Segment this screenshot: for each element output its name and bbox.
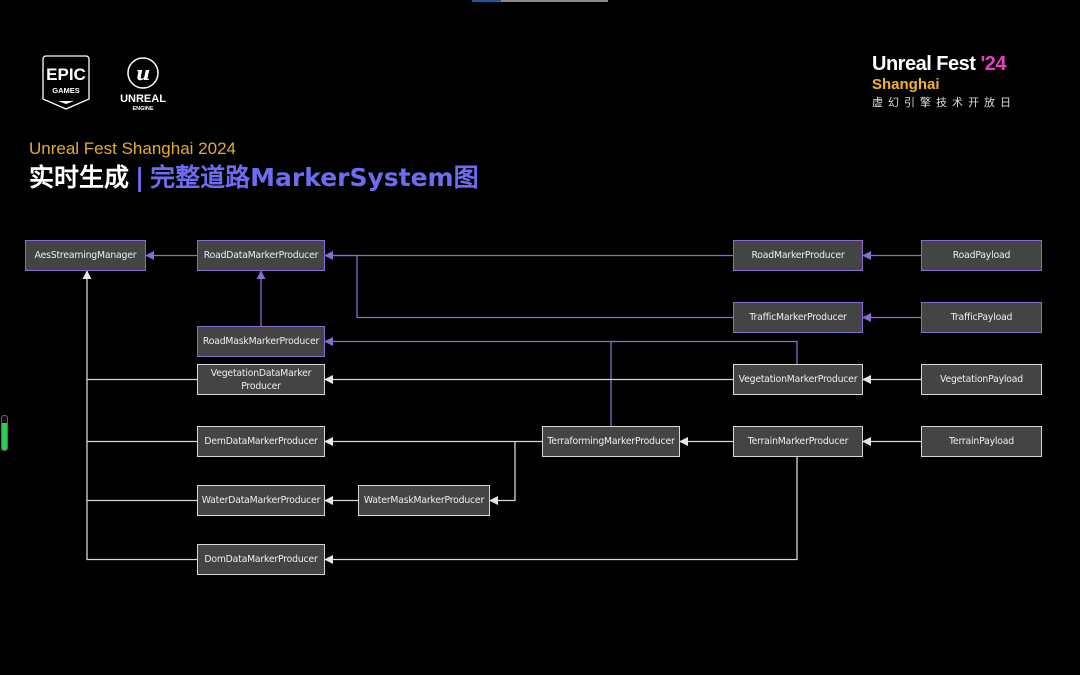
- brand-name: Unreal Fest: [872, 53, 981, 75]
- top-progress-fill: [472, 0, 501, 2]
- edges-layer: [82, 250, 921, 565]
- node-watermask: WaterMaskMarkerProducer: [358, 485, 490, 516]
- node-roaddata: RoadDataMarkerProducer: [197, 240, 325, 271]
- node-trafficpayload: TrafficPayload: [921, 302, 1042, 333]
- brand-city: Shanghai: [872, 76, 940, 93]
- engine-logo-text: ENGINE: [132, 106, 153, 112]
- side-level-fill: [2, 422, 7, 450]
- node-vegmarker: VegetationMarkerProducer: [733, 364, 863, 395]
- unreal-glyph: u: [136, 61, 151, 85]
- title-separator: |: [135, 163, 145, 192]
- brand-subtitle: 虚幻引擎技术开放日: [872, 96, 1016, 109]
- node-terraforming: TerraformingMarkerProducer: [542, 426, 680, 457]
- node-trafficmarker: TrafficMarkerProducer: [733, 302, 863, 333]
- node-vegpayload: VegetationPayload: [921, 364, 1042, 395]
- node-domdata: DomDataMarkerProducer: [197, 544, 325, 575]
- brand-title: Unreal Fest '24: [872, 52, 1016, 76]
- node-waterdata: WaterDataMarkerProducer: [197, 485, 325, 516]
- unreal-logo-text: UNREAL: [120, 93, 166, 105]
- edge-terraforming-to-roadmask: [324, 336, 612, 426]
- brand-year: '24: [980, 53, 1006, 75]
- node-aes: AesStreamingManager: [25, 240, 146, 271]
- node-roadpayload: RoadPayload: [921, 240, 1042, 271]
- node-roadmask: RoadMaskMarkerProducer: [197, 326, 325, 357]
- epic-games-logo: EPIC GAMES: [42, 55, 90, 110]
- edge-terraforming-to-watermask: [489, 441, 516, 506]
- epic-logo-text: EPIC: [46, 65, 86, 84]
- node-roadmarker: RoadMarkerProducer: [733, 240, 863, 271]
- node-demdata: DemDataMarkerProducer: [197, 426, 325, 457]
- title-main: 完整道路MarkerSystem图: [150, 163, 479, 192]
- page-title: 实时生成|完整道路MarkerSystem图: [29, 162, 479, 194]
- node-terrainmarker: TerrainMarkerProducer: [733, 426, 863, 457]
- side-level-indicator: [1, 415, 8, 451]
- edge-vegmarker-to-roadmask: [611, 340, 798, 364]
- title-prefix: 实时生成: [29, 163, 130, 192]
- top-progress-bar: [472, 0, 608, 2]
- unreal-engine-logo: u UNREAL ENGINE: [120, 57, 166, 112]
- edge-trafficmarker-to-roaddata: [333, 254, 733, 319]
- node-terrainpayload: TerrainPayload: [921, 426, 1042, 457]
- event-brand: Unreal Fest '24 Shanghai 虚幻引擎技术开放日: [872, 52, 1016, 112]
- node-vegdata: VegetationDataMarker Producer: [197, 364, 325, 395]
- edge-terrainmarker-to-domdata: [324, 457, 798, 565]
- page-subtitle: Unreal Fest Shanghai 2024: [29, 139, 236, 158]
- games-logo-text: GAMES: [52, 86, 80, 95]
- edge-domdata-to-aes: [82, 270, 197, 561]
